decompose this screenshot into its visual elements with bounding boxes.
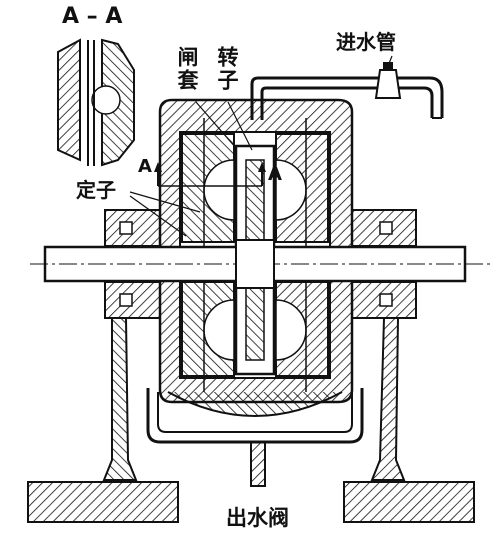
outlet-valve-stem (250, 441, 266, 487)
section-mark-left: A (138, 156, 152, 177)
section-view (57, 38, 135, 167)
shaft (30, 239, 490, 289)
inlet-pipe-label: 进水管 (336, 30, 396, 54)
right-bearing (351, 209, 417, 319)
right-support (370, 317, 406, 481)
gate-sleeve-label: 闸套 (175, 46, 199, 92)
foundation (27, 481, 475, 523)
section-mark-right: A (268, 164, 282, 185)
inlet-pipe (250, 62, 444, 120)
left-support (102, 317, 138, 481)
outlet-chamber (146, 388, 364, 444)
leader-lines (129, 55, 393, 237)
rotor-label: 转子 (215, 46, 239, 92)
outlet-valve-label: 出水阀 (226, 506, 289, 530)
left-bearing (104, 209, 161, 319)
section-cut-line (154, 162, 266, 187)
stator (181, 133, 329, 377)
stator-label: 定子 (76, 178, 116, 202)
section-title: A – A (62, 4, 123, 29)
